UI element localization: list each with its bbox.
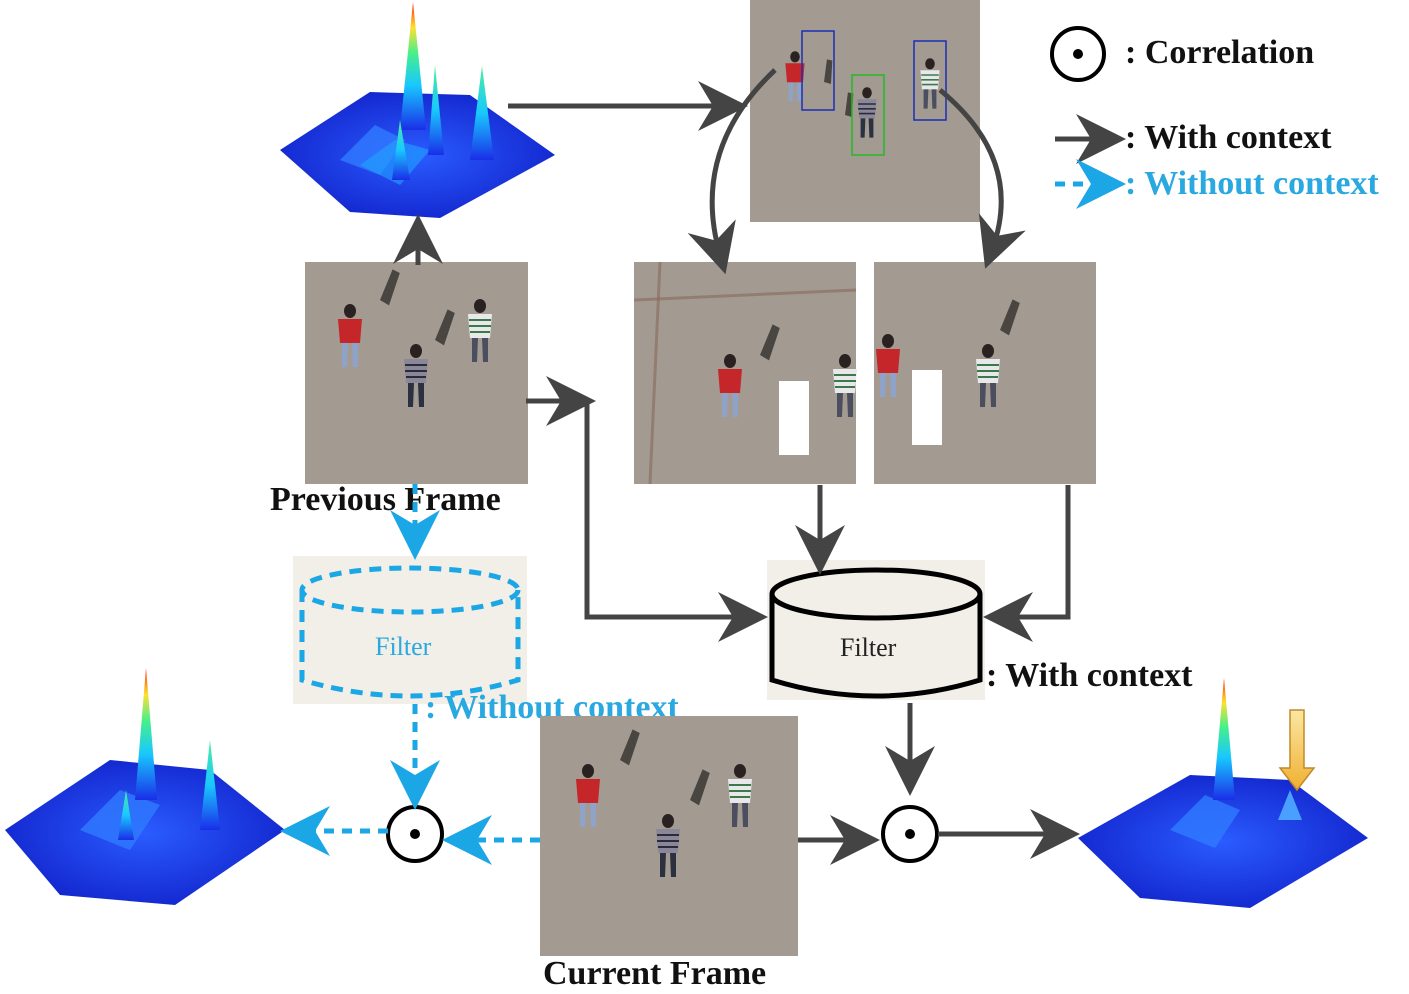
filter-with-context-label: Filter	[840, 633, 897, 662]
without-context-arrows	[280, 484, 540, 865]
current-frame-image	[540, 716, 798, 956]
detection-frame	[750, 0, 980, 222]
correlation-with-context-icon	[881, 805, 939, 863]
target-box-right	[913, 40, 947, 121]
correlation-icon	[1050, 26, 1106, 82]
previous-frame-image	[305, 262, 528, 484]
response-map-with-context	[1078, 678, 1368, 908]
with-context-arrows	[393, 68, 1080, 865]
legend: : Correlation : With context : Without c…	[1050, 26, 1379, 209]
legend-with-context: : With context	[1125, 119, 1332, 156]
current-frame-label: Current Frame	[543, 955, 766, 992]
context-patch-left	[633, 261, 858, 485]
filter-with-context: Filter	[767, 560, 985, 700]
filter-with-context-caption: : With context	[986, 657, 1193, 694]
filter-without-context: Filter	[293, 556, 527, 704]
previous-frame-label: Previous Frame	[270, 481, 501, 518]
filter-without-context-label: Filter	[375, 632, 432, 661]
correlation-without-context-icon	[386, 805, 444, 863]
highlight-down-arrow-icon	[1278, 709, 1316, 792]
target-box-left	[801, 30, 835, 111]
context-patch-right	[874, 262, 1096, 484]
legend-correlation: : Correlation	[1125, 34, 1314, 71]
target-box-center	[851, 74, 885, 156]
response-map-previous	[280, 2, 555, 218]
legend-without-context: : Without context	[1125, 165, 1379, 202]
response-map-without-context	[5, 668, 285, 905]
